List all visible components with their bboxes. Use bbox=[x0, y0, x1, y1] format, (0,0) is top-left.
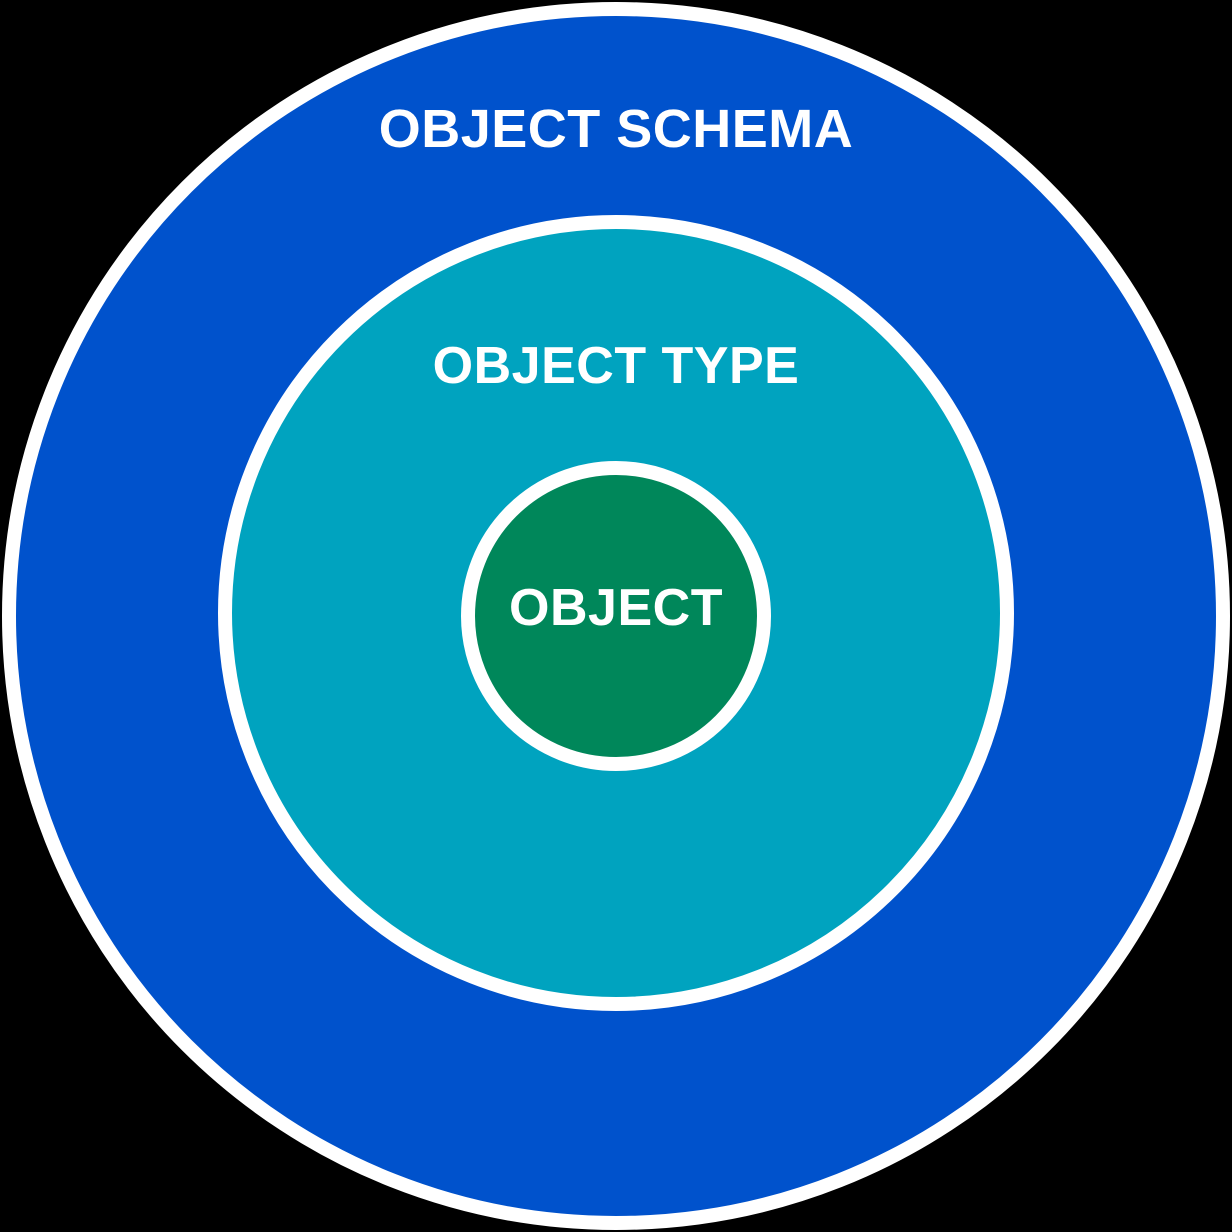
label-object: OBJECT bbox=[509, 579, 723, 637]
label-object-schema: OBJECT SCHEMA bbox=[378, 99, 854, 159]
label-object-type: OBJECT TYPE bbox=[432, 337, 800, 395]
